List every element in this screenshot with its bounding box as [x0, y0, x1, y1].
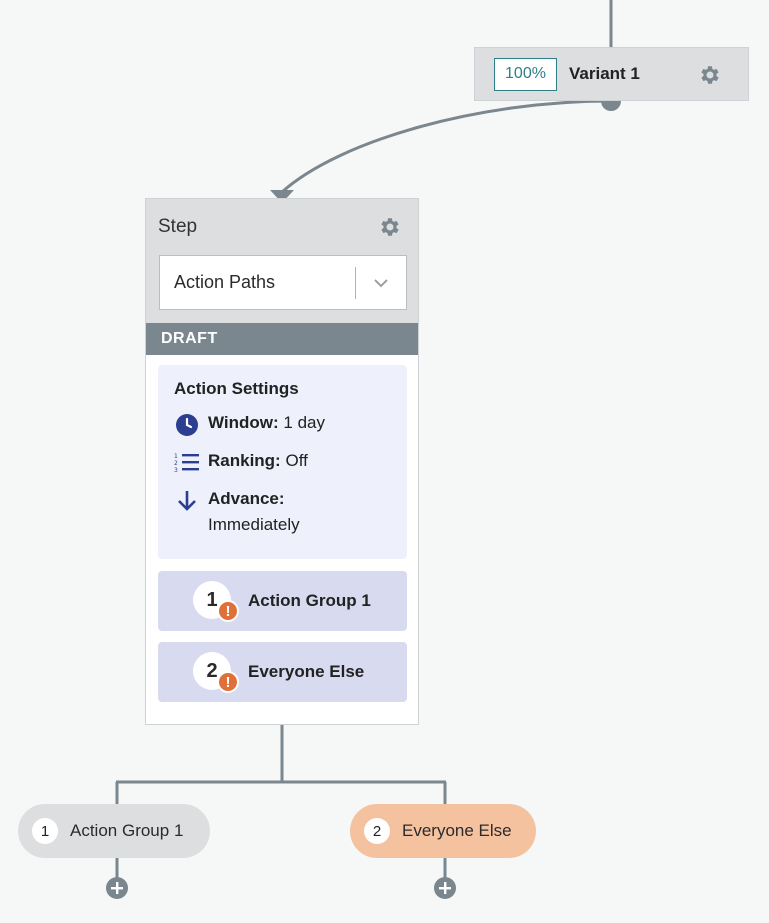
step-header: Step Action Paths — [146, 199, 418, 323]
add-step-button[interactable] — [434, 877, 456, 899]
warning-icon: ! — [217, 600, 239, 622]
add-step-button[interactable] — [106, 877, 128, 899]
select-divider — [355, 266, 356, 299]
branch-label: Everyone Else — [402, 821, 512, 840]
svg-text:2: 2 — [174, 460, 178, 467]
clock-icon — [174, 413, 200, 437]
svg-text:3: 3 — [174, 467, 178, 474]
branch-pill-everyone-else[interactable]: 2 Everyone Else — [350, 804, 536, 858]
action-group-1-button[interactable]: 1 ! Action Group 1 — [158, 571, 407, 631]
connector-arrow — [270, 190, 294, 203]
branch-pill-action-group-1[interactable]: 1 Action Group 1 — [18, 804, 210, 858]
plus-icon — [111, 882, 123, 894]
advance-value: Immediately — [208, 515, 300, 534]
variant-percent-badge[interactable]: 100% — [494, 57, 557, 91]
branch-number-badge: 2 — [364, 818, 390, 844]
variant-node[interactable]: 100% Variant 1 — [474, 47, 749, 101]
variant-name: Variant 1 — [569, 64, 640, 83]
everyone-else-button[interactable]: 2 ! Everyone Else — [158, 642, 407, 702]
window-value: 1 day — [283, 413, 325, 432]
step-card: Step Action Paths DRAFT Action Settings — [145, 198, 419, 725]
warning-icon: ! — [217, 671, 239, 693]
chevron-down-icon[interactable] — [356, 278, 406, 288]
ranking-label: Ranking: — [208, 451, 281, 470]
plus-icon — [439, 882, 451, 894]
step-type-value: Action Paths — [174, 272, 276, 292]
advance-label: Advance: — [208, 489, 285, 508]
curve-connector-line — [280, 99, 612, 194]
ranking-value: Off — [285, 451, 308, 470]
window-setting: Window: 1 day — [174, 413, 391, 437]
action-settings-title: Action Settings — [174, 379, 299, 398]
status-badge: DRAFT — [146, 323, 418, 355]
advance-setting: Advance: Immediately — [174, 489, 391, 535]
branch-number-badge: 1 — [32, 818, 58, 844]
group-label: Everyone Else — [248, 662, 365, 681]
action-settings-panel[interactable]: Action Settings Window: 1 day 1 — [158, 365, 407, 559]
gear-icon[interactable] — [378, 215, 402, 239]
ranking-setting: 1 2 3 Ranking: Off — [174, 451, 391, 475]
window-label: Window: — [208, 413, 279, 432]
arrow-down-icon — [174, 489, 200, 513]
step-title: Step — [158, 216, 198, 237]
group-label: Action Group 1 — [248, 591, 371, 610]
ranked-list-icon: 1 2 3 — [174, 451, 200, 475]
gear-icon[interactable] — [698, 63, 722, 87]
branch-label: Action Group 1 — [70, 821, 184, 840]
svg-text:1: 1 — [174, 453, 178, 460]
step-type-select[interactable]: Action Paths — [159, 255, 407, 310]
